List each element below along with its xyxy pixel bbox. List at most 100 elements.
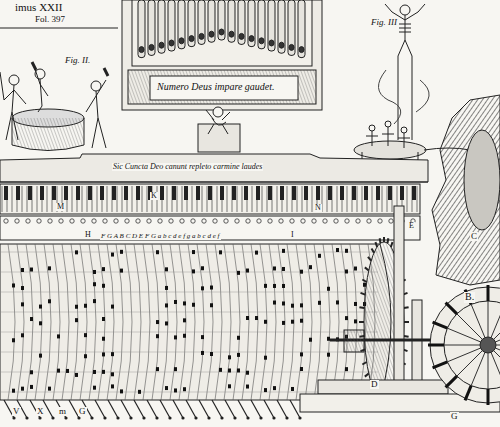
engraving-stroke: [488, 353, 489, 389]
pin: [21, 333, 24, 337]
callout-letter: m: [58, 407, 67, 416]
pin: [93, 270, 96, 274]
putto-head: [213, 107, 223, 117]
pin: [102, 352, 105, 356]
pin: [210, 352, 213, 356]
engraving-stroke: [379, 238, 382, 243]
pin: [192, 250, 195, 254]
engraving-stroke: [341, 244, 348, 400]
engraving-stroke: [26, 219, 30, 223]
engraving-stroke: [471, 304, 485, 337]
engraving-stroke: [301, 219, 305, 223]
pin: [273, 301, 276, 305]
pipe-mouth: [189, 36, 194, 42]
organ-panel: [128, 70, 316, 104]
engraving-stroke: [184, 186, 188, 200]
engraving-stroke: [433, 362, 448, 368]
engraving-stroke: [121, 400, 131, 418]
engraving-stroke: [202, 219, 206, 223]
engraving-stroke: [304, 186, 308, 200]
pin: [93, 299, 96, 303]
pin: [264, 356, 267, 360]
pipe-mouth: [259, 38, 264, 44]
pin: [174, 300, 177, 304]
engraving-stroke: [136, 186, 140, 200]
pin: [156, 334, 159, 338]
pin: [228, 355, 231, 359]
pin: [111, 253, 114, 257]
engraving-stroke: [257, 219, 261, 223]
engraving-stroke: [25, 416, 28, 419]
engraving-stroke: [246, 219, 250, 223]
tracker-bar: [0, 216, 420, 240]
engraving-stroke: [35, 244, 42, 400]
pin: [120, 269, 123, 273]
engraving-stroke: [147, 219, 151, 223]
pin: [12, 338, 15, 342]
engraving-stroke: [132, 186, 133, 212]
engraving-stroke: [287, 186, 288, 212]
engraving-stroke: [170, 244, 177, 400]
pin: [102, 267, 105, 271]
engraving-stroke: [224, 244, 231, 400]
pin: [300, 303, 303, 307]
plate-heading: Fol. 397: [34, 15, 66, 24]
engraving-stroke: [290, 400, 300, 418]
callout-letter: C: [470, 232, 478, 241]
engraving-stroke: [356, 219, 360, 223]
engraving-stroke: [359, 306, 364, 309]
engraving-stroke: [327, 186, 328, 212]
engraving-stroke: [350, 244, 357, 400]
engraving-stroke: [337, 186, 338, 212]
engraving-stroke: [297, 186, 298, 212]
pipe-mouth: [249, 36, 254, 42]
pin: [75, 373, 78, 377]
engraving-stroke: [433, 322, 448, 328]
pin: [282, 321, 285, 325]
engraving-stroke: [0, 272, 378, 273]
engraving-stroke: [389, 219, 393, 223]
engraving-stroke: [161, 244, 168, 400]
engraving-stroke: [116, 416, 119, 419]
engraving-stroke: [471, 352, 485, 385]
pin: [48, 387, 51, 391]
pipe-mouth: [299, 47, 304, 53]
engraving-stroke: [124, 186, 128, 200]
engraving-stroke: [26, 244, 33, 400]
engraving-stroke: [457, 351, 482, 376]
engraving-stroke: [129, 416, 132, 419]
pin: [327, 287, 330, 291]
engraving-stroke: [491, 304, 500, 337]
pin: [165, 303, 168, 307]
engraving-stroke: [345, 219, 349, 223]
engraving-stroke: [82, 186, 83, 212]
engraving-stroke: [197, 244, 204, 400]
engraving-stroke: [22, 186, 23, 212]
pin: [345, 269, 348, 273]
anvil-block: [12, 118, 84, 151]
pin: [237, 271, 240, 275]
pin: [21, 387, 24, 391]
engraving-stroke: [47, 186, 48, 212]
engraving-stroke: [0, 292, 378, 293]
pin: [156, 250, 159, 254]
engraving-stroke: [72, 186, 73, 212]
engraving-stroke: [52, 186, 56, 200]
engraving-stroke: [323, 244, 330, 400]
engraving-stroke: [107, 244, 114, 400]
pin: [327, 337, 330, 341]
engraving-stroke: [382, 186, 383, 212]
engraving-stroke: [180, 219, 184, 223]
pipe-mouth: [139, 47, 144, 53]
engraving-stroke: [12, 416, 15, 419]
organ-pipe: [188, 0, 195, 47]
pin: [165, 386, 168, 390]
engraving-stroke: [0, 332, 378, 333]
engraving-stroke: [116, 244, 123, 400]
pin: [30, 385, 33, 389]
engraving-stroke: [368, 257, 371, 261]
engraving-stroke: [224, 219, 228, 223]
callout-letter: G: [78, 407, 87, 416]
engraving-stroke: [12, 186, 13, 212]
motto-text: Sic Cuncta Deo canunt repleto carmine la…: [112, 163, 263, 171]
